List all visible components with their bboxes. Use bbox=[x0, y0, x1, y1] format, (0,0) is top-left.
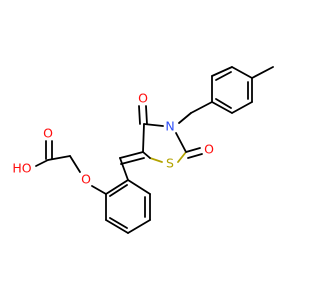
thiazolidinedione-ring bbox=[142, 123, 187, 163]
acid-oxygen-label: O bbox=[43, 126, 53, 141]
carbonyl-right-oxygen-label: O bbox=[204, 142, 214, 157]
vinyl-to-ring-bond bbox=[119, 157, 129, 181]
benzyl-bond-1 bbox=[190, 101, 213, 114]
carboxyl-oh-bond bbox=[35, 159, 49, 167]
tolyl-ring bbox=[211, 66, 253, 114]
nitrogen-label: N bbox=[165, 119, 174, 134]
structure-canvas: O O N S O O HO bbox=[12, 66, 274, 234]
benzene-ring bbox=[105, 179, 151, 234]
methyl-bond bbox=[251, 66, 274, 79]
carbonyl-top-oxygen-label: O bbox=[138, 91, 148, 106]
exocyclic-double-a bbox=[119, 151, 144, 159]
hydroxyl-label: HO bbox=[12, 161, 31, 176]
carbonyl-top-bond-b bbox=[145, 105, 148, 125]
sulfur-label: S bbox=[166, 156, 174, 171]
molecule-structure: O O N S O O HO bbox=[12, 66, 274, 234]
ether-ch2-bond bbox=[69, 155, 81, 173]
ether-oxygen-label: O bbox=[81, 172, 91, 187]
carbonyl-right-bond-a bbox=[185, 147, 201, 153]
exocyclic-double-b bbox=[120, 157, 145, 165]
benzyl-bond-2 bbox=[178, 112, 192, 124]
carbonyl-right-bond-b bbox=[187, 153, 203, 159]
carbonyl-top-bond-a bbox=[138, 105, 141, 125]
aryl-ether-bond bbox=[91, 185, 107, 195]
